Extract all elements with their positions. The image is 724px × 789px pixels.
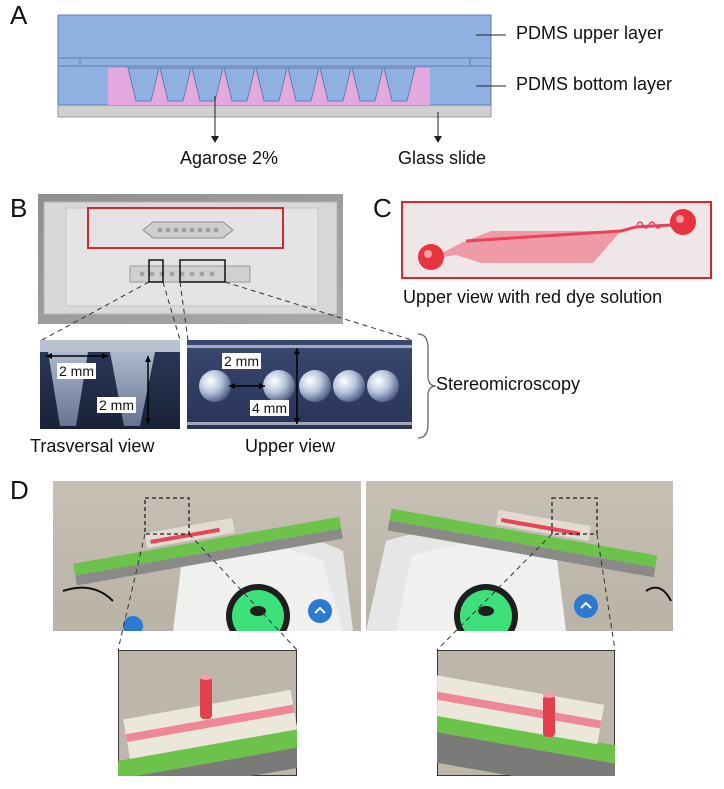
label-pdms-bottom: PDMS bottom layer bbox=[516, 74, 673, 94]
panel-c-letter: C bbox=[373, 193, 392, 223]
panel-d-letter: D bbox=[10, 475, 29, 505]
inset-box-transversal bbox=[148, 259, 164, 283]
upper-label-spacing: 2 mm bbox=[222, 353, 261, 369]
agarose-wells bbox=[127, 67, 416, 102]
panel-c-dye-photo bbox=[401, 201, 712, 279]
label-pdms-upper: PDMS upper layer bbox=[516, 23, 664, 43]
zoom-box-left bbox=[144, 497, 190, 535]
panel-a-letter: A bbox=[10, 0, 28, 30]
transversal-label-depth: 2 mm bbox=[97, 397, 136, 413]
caption-transversal-view: Trasversal view bbox=[30, 436, 155, 456]
label-glass-slide: Glass slide bbox=[398, 148, 487, 168]
zoom-inset-right bbox=[437, 650, 615, 776]
inset-box-upper bbox=[179, 259, 226, 283]
red-highlight-box bbox=[87, 207, 284, 249]
upper-view-image bbox=[187, 340, 412, 429]
zoom-box-right bbox=[551, 497, 598, 535]
panel-b-letter: B bbox=[10, 193, 28, 223]
transversal-label-width: 2 mm bbox=[57, 363, 96, 379]
rocker-photo-right bbox=[366, 481, 673, 631]
dye-outlet bbox=[670, 209, 696, 235]
dye-inlet bbox=[418, 244, 444, 270]
stereomicroscopy-brace bbox=[417, 333, 437, 439]
label-agarose: Agarose 2% bbox=[180, 148, 279, 168]
panel-b-chip-photo bbox=[38, 194, 343, 324]
zoom-inset-left bbox=[118, 650, 297, 776]
label-stereomicroscopy: Stereomicroscopy bbox=[436, 374, 581, 394]
upper-label-width: 4 mm bbox=[250, 400, 289, 416]
panel-a-schematic bbox=[57, 14, 506, 143]
caption-red-dye: Upper view with red dye solution bbox=[403, 287, 663, 307]
caption-upper-view: Upper view bbox=[245, 436, 336, 456]
pdms-upper-layer bbox=[57, 14, 492, 59]
